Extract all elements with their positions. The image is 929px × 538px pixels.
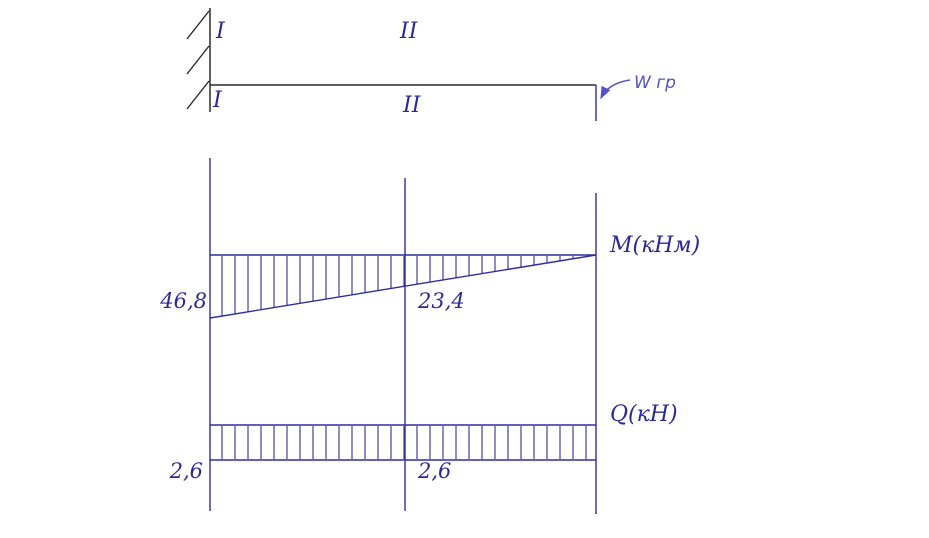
section-label-top-1: I <box>215 19 226 44</box>
shear-hatching <box>221 426 587 459</box>
shear-value-left: 2,6 <box>169 459 203 483</box>
section-label-top-2: II <box>399 19 419 44</box>
moment-value-left: 46,8 <box>159 289 207 313</box>
section-label-bottom-1: I <box>212 88 223 113</box>
moment-axis-label: M(кНм) <box>609 233 700 258</box>
section-label-bottom-2: II <box>402 93 422 118</box>
load-label: W гр <box>634 73 676 93</box>
moment-slope-line <box>209 254 597 319</box>
shear-axis-label: Q(кН) <box>610 402 678 427</box>
fixed-support-hatching <box>186 10 210 110</box>
shear-value-mid: 2,6 <box>417 459 451 483</box>
moment-hatching <box>221 256 574 316</box>
moment-value-mid: 23,4 <box>417 289 465 313</box>
load-leader-arrow <box>600 79 631 100</box>
